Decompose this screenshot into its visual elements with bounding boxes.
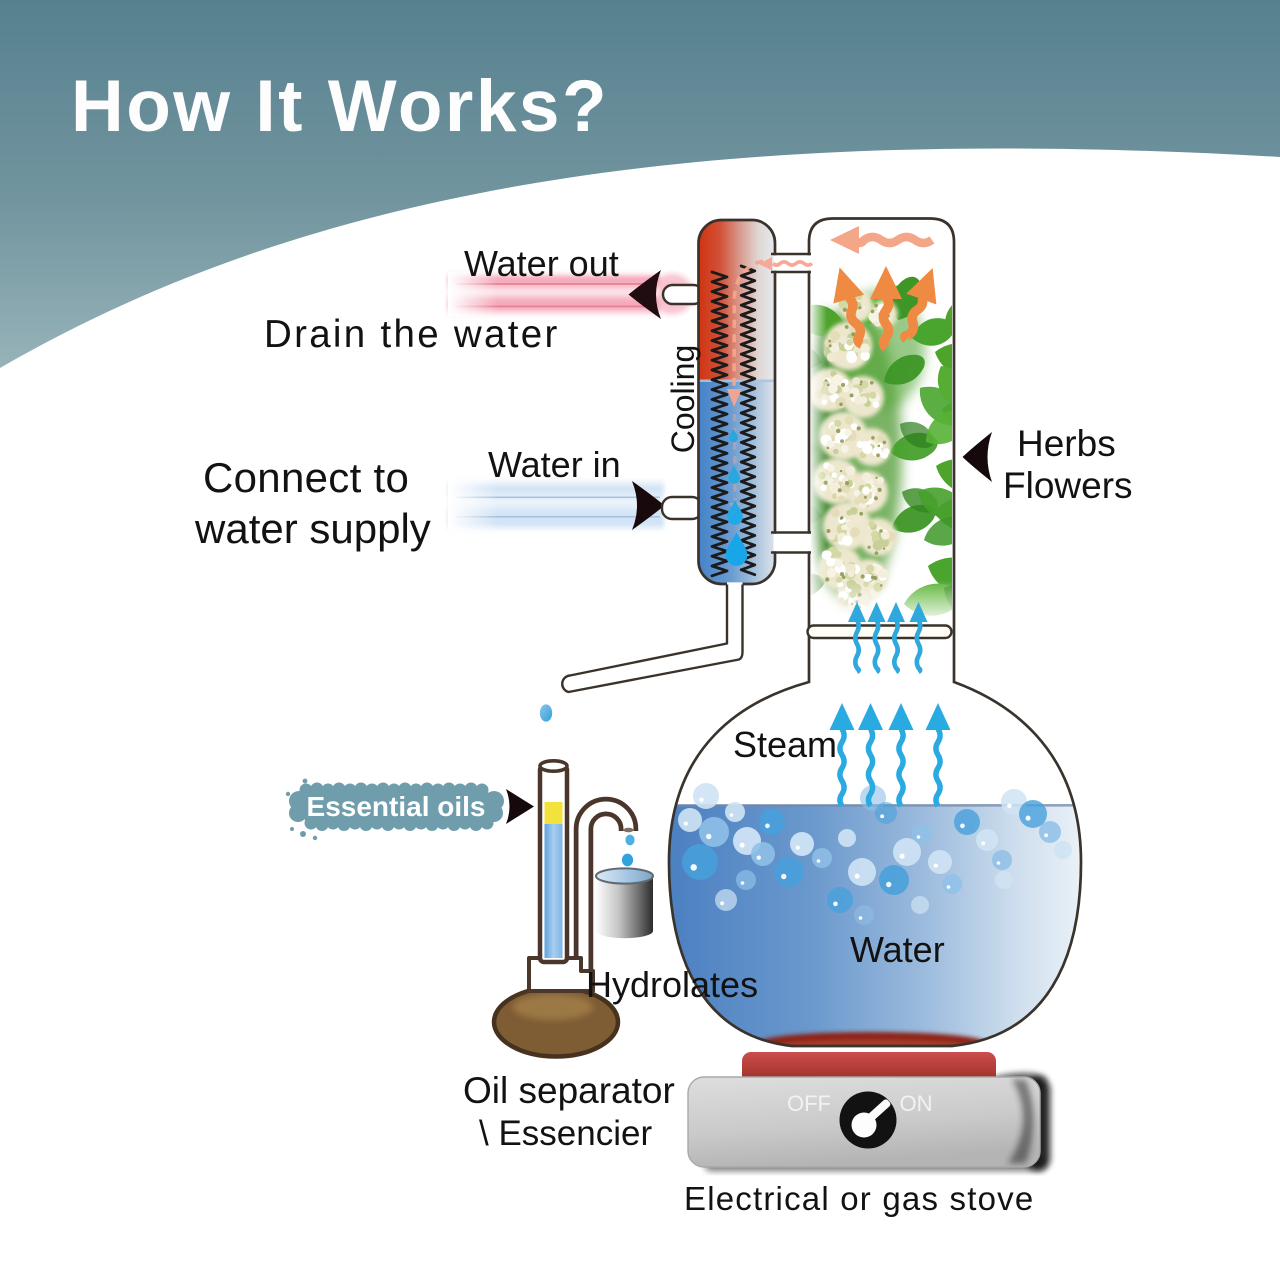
svg-text:Oil separator: Oil separator [463,1070,675,1111]
svg-text:Connect to: Connect to [203,454,409,501]
svg-text:Hydrolates: Hydrolates [586,964,758,1005]
svg-text:\ Essencier: \ Essencier [479,1114,652,1153]
svg-text:Steam: Steam [733,724,837,765]
svg-text:Electrical or gas stove: Electrical or gas stove [684,1180,1034,1217]
svg-text:water supply: water supply [194,505,431,552]
svg-text:ON: ON [900,1091,933,1116]
svg-text:Herbs: Herbs [1017,423,1116,464]
svg-text:Essential oils: Essential oils [307,791,486,822]
svg-text:How It Works?: How It Works? [71,66,609,147]
svg-text:Water in: Water in [488,444,621,485]
svg-text:Cooling: Cooling [665,345,701,454]
svg-text:Water out: Water out [464,243,619,284]
svg-text:Water: Water [850,929,945,970]
svg-text:Drain the water: Drain the water [264,313,560,356]
svg-text:Flowers: Flowers [1003,465,1133,506]
svg-text:OFF: OFF [787,1091,831,1116]
